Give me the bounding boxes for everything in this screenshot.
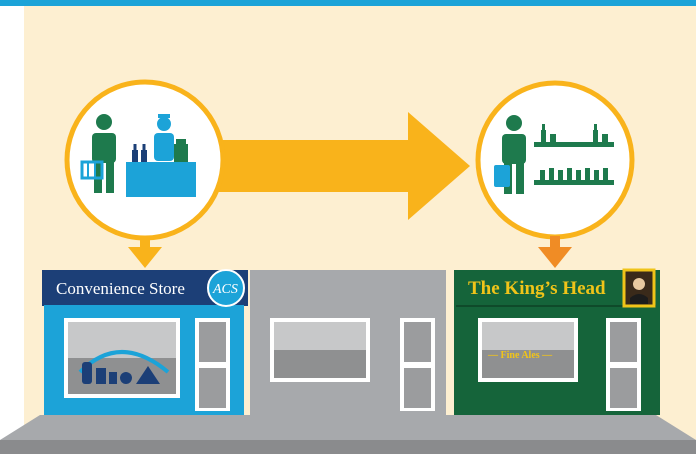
convenience-store: Convenience Store ACS (42, 269, 248, 415)
pub-sign-text: The King’s Head (468, 278, 606, 299)
big-arrow-icon (200, 112, 470, 220)
acs-logo-text: ACS (212, 282, 238, 297)
basket-icon (80, 160, 104, 180)
pub: The King’s Head — Fine Ales — (454, 268, 660, 415)
convenience-circle (64, 79, 226, 241)
pub-window-text: — Fine Ales — (487, 350, 553, 361)
shop-window-products-icon (82, 362, 160, 384)
shopping-bag-icon (494, 165, 510, 187)
shopkeeper-icon (154, 114, 188, 162)
acs-logo-icon: ACS (207, 269, 245, 307)
small-arrow-right-icon (538, 236, 572, 268)
top-accent-bar (0, 0, 696, 6)
shelves-icon (534, 124, 614, 185)
empty-store (250, 270, 446, 415)
counter (126, 162, 196, 197)
pub-circle (475, 80, 635, 240)
king-portrait-icon (622, 268, 656, 308)
bottles-icon (132, 144, 147, 162)
pavement (0, 415, 696, 454)
convenience-sign-text: Convenience Store (56, 279, 185, 298)
small-arrow-left-icon (128, 236, 162, 268)
door-handle (202, 365, 216, 368)
